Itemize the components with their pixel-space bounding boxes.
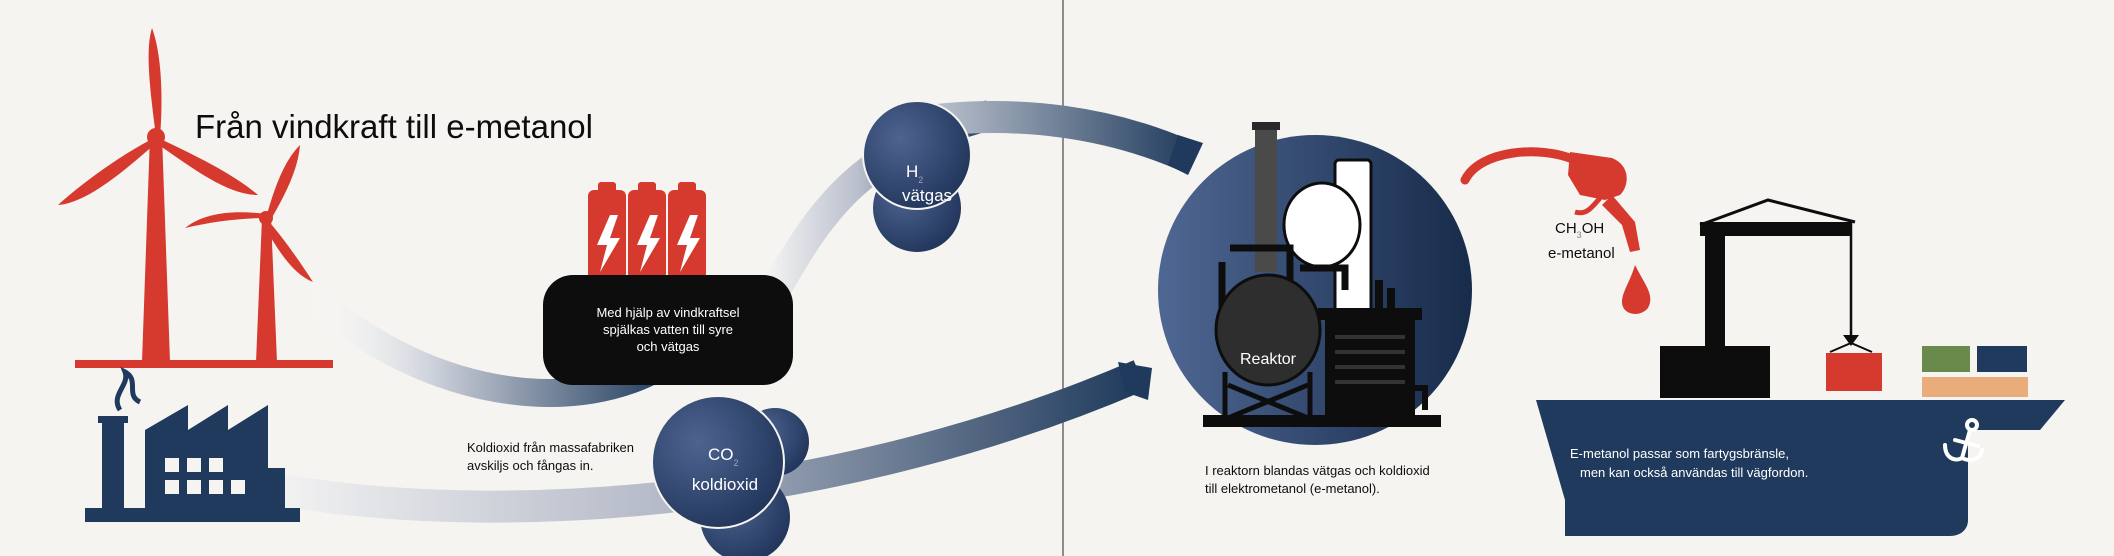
arrow-head-hydrogen — [1168, 135, 1203, 175]
reactor-text-line1: I reaktorn blandas vätgas och koldioxid — [1205, 463, 1430, 478]
fuel-nozzle-icon — [1460, 147, 1651, 314]
ship-hull — [1536, 400, 2065, 536]
factory-icon — [85, 366, 300, 522]
capture-text-line2: avskiljs och fångas in. — [467, 458, 593, 473]
capture-text-line1: Koldioxid från massafabriken — [467, 440, 634, 455]
ship-text-line2: men kan också användas till vägfordon. — [1580, 465, 1808, 480]
co2-molecule-icon — [651, 395, 809, 556]
electrolysis-text-line2: spjälkas vatten till syre — [603, 322, 733, 337]
electrolysis-box — [543, 275, 793, 385]
electrolysis-text-line1: Med hjälp av vindkraftsel — [596, 305, 739, 320]
hydrogen-molecule-icon — [862, 100, 972, 252]
methanol-label: e-metanol — [1548, 245, 1615, 262]
ship-text-line1: E-metanol passar som fartygsbränsle, — [1570, 446, 1789, 461]
anchor-icon — [1943, 418, 1984, 462]
co2-formula: CO2 — [708, 445, 739, 468]
factory-windows — [165, 458, 245, 494]
wind-turbine-small-icon — [185, 145, 313, 362]
reactor-label: Reaktor — [1240, 351, 1297, 368]
reactor-plant-icon — [1203, 122, 1441, 427]
methanol-formula: CH3OH — [1555, 220, 1604, 240]
page-title: Från vindkraft till e-metanol — [195, 108, 593, 145]
hydrogen-formula: H2 — [906, 162, 923, 185]
electrolysis-text-line3: och vätgas — [637, 339, 700, 354]
reactor-text-line2: till elektrometanol (e-metanol). — [1205, 481, 1380, 496]
co2-label: koldioxid — [692, 475, 758, 494]
hydrogen-label: vätgas — [902, 186, 952, 205]
battery-icon — [588, 182, 706, 280]
arrow-head-co2 — [1118, 362, 1152, 400]
cargo-containers — [1826, 341, 2028, 397]
crane-icon — [1660, 198, 1859, 398]
wind-turbine-large-icon — [58, 28, 258, 362]
ground-line — [75, 360, 333, 368]
